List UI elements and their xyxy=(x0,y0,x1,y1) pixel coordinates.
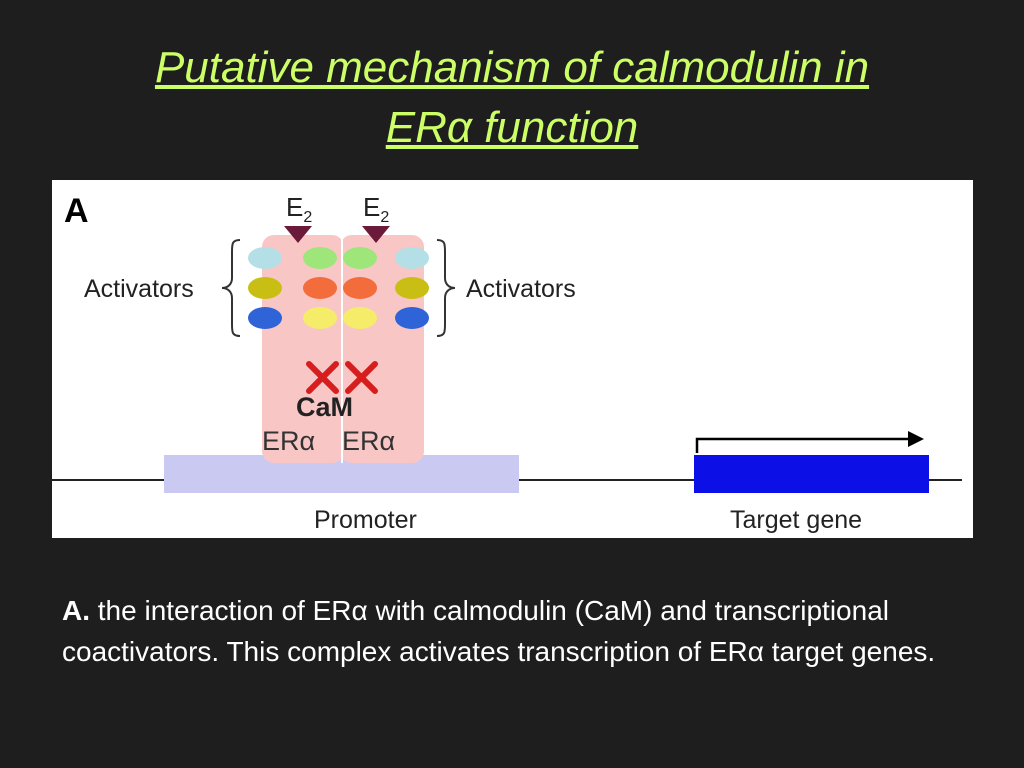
figure-caption: A. the interaction of ERα with calmoduli… xyxy=(62,590,942,672)
panel-label: A xyxy=(64,192,89,230)
target-gene-label: Target gene xyxy=(730,506,862,534)
receptor-right-label: ERα xyxy=(342,426,395,456)
activator-dot xyxy=(248,277,282,299)
activator-dot xyxy=(303,247,337,269)
activator-dot xyxy=(248,307,282,329)
ligand-left-label: E2 xyxy=(286,192,312,226)
activator-dot xyxy=(343,277,377,299)
activator-dot xyxy=(395,307,429,329)
activators-left-label: Activators xyxy=(84,275,194,303)
activator-dot xyxy=(343,247,377,269)
ligand-right-icon xyxy=(362,226,390,243)
activator-dot xyxy=(343,307,377,329)
activators-right-label: Activators xyxy=(466,275,576,303)
mechanism-figure: A Promoter Target gene E2 E2 xyxy=(52,180,973,538)
ligand-right-label: E2 xyxy=(363,192,389,226)
brace-left-icon xyxy=(221,239,241,337)
activator-dot xyxy=(303,307,337,329)
activator-dot xyxy=(395,277,429,299)
transcription-arrow-icon xyxy=(695,431,924,453)
ligand-left-icon xyxy=(284,226,312,243)
brace-right-icon xyxy=(436,239,456,337)
activator-dot xyxy=(303,277,337,299)
caption-label: A. xyxy=(62,595,90,626)
mechanism-diagram: A Promoter Target gene E2 E2 xyxy=(52,192,962,534)
target-gene-box xyxy=(694,455,929,493)
cam-label: CaM xyxy=(296,392,353,422)
activator-dot xyxy=(248,247,282,269)
cross-right-icon xyxy=(345,361,378,394)
cross-left-icon xyxy=(306,361,339,394)
receptor-left-label: ERα xyxy=(262,426,315,456)
title-line-2: ERα function xyxy=(385,103,639,152)
caption-text: the interaction of ERα with calmodulin (… xyxy=(62,595,936,667)
activator-dot xyxy=(395,247,429,269)
slide-title: Putative mechanism of calmodulin in ERα … xyxy=(0,38,1024,158)
title-line-1: Putative mechanism of calmodulin in xyxy=(154,43,870,92)
promoter-label: Promoter xyxy=(314,506,417,534)
